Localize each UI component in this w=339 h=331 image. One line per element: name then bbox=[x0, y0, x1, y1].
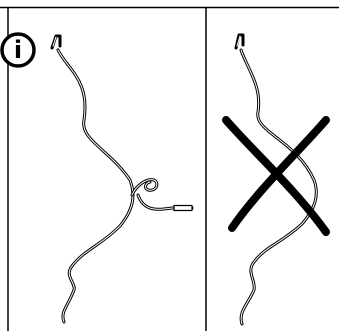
hook-icon bbox=[50, 34, 62, 50]
info-letter: i bbox=[14, 36, 22, 64]
wire-icon bbox=[239, 48, 318, 326]
hook-icon bbox=[234, 33, 245, 50]
panel-frame bbox=[0, 6, 339, 331]
info-icon: i bbox=[0, 32, 36, 68]
cross-icon bbox=[222, 116, 330, 236]
panel-correct bbox=[50, 34, 194, 324]
wire-icon bbox=[56, 48, 135, 324]
loop-icon bbox=[130, 178, 194, 212]
panel-incorrect bbox=[222, 33, 330, 326]
